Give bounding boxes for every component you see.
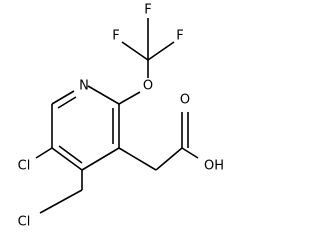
- bond-ch2-cl: [39, 189, 83, 214]
- bond-ring-c3-c4: [81, 147, 120, 171]
- atom-label-chlorine-ring: Cl: [18, 159, 31, 174]
- bond-ring-c4-c5-inner: [58, 145, 83, 164]
- atom-label-fluorine-left: F: [112, 29, 119, 44]
- bond-c-f-right: [147, 41, 175, 61]
- atom-label-chlorine-chloromethyl: Cl: [18, 215, 31, 230]
- bond-c-f-left: [121, 41, 149, 61]
- bond-ring-c4-c5: [51, 147, 83, 171]
- bond-ring-n-c2: [87, 85, 120, 105]
- atom-label-nitrogen-ring: N: [79, 79, 89, 94]
- atom-label-oxygen-carbonyl: O: [180, 93, 190, 108]
- atom-label-fluorine-top: F: [144, 3, 151, 18]
- bond-ring-c6-n-inner: [57, 96, 77, 109]
- bond-c5-cl: [35, 147, 53, 159]
- bond-c3-ch2: [118, 147, 157, 171]
- bond-c2-o-ether: [118, 91, 141, 105]
- structure-svg: F F F O N O OH Cl Cl: [18, 3, 224, 230]
- atom-label-hydroxyl: OH: [204, 159, 224, 174]
- atom-label-oxygen-ether: O: [143, 79, 153, 94]
- bond-c-oh: [181, 147, 199, 159]
- chemical-structure-diagram: F F F O N O OH Cl Cl: [17, 2, 225, 230]
- atom-label-fluorine-right: F: [176, 29, 183, 44]
- bond-ring-c6-n: [51, 90, 75, 105]
- bond-ch2-cooh: [155, 147, 183, 171]
